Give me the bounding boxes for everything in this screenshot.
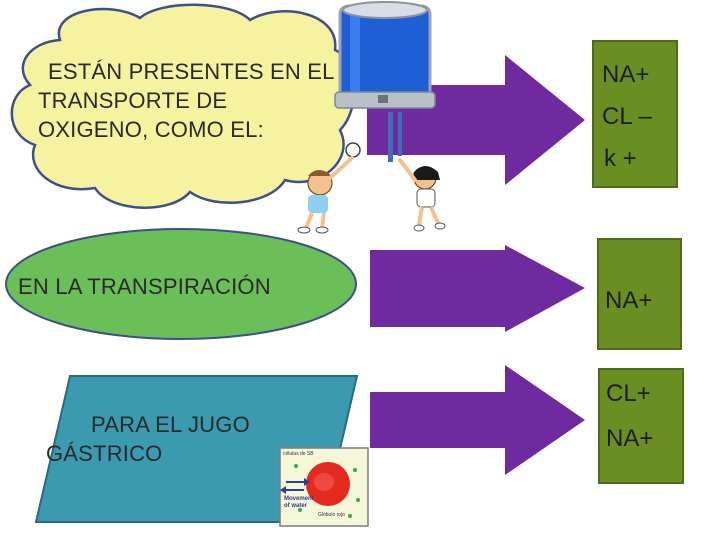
ellipse-text: EN LA TRANSPIRACIÓN	[18, 274, 271, 299]
ion-1a: NA+	[602, 61, 650, 88]
children-playing-icon	[297, 142, 446, 234]
cloud-shape	[10, 3, 356, 209]
inset-label-middle: Movement of water	[284, 496, 314, 509]
ion-3b: NA+	[606, 425, 654, 452]
red-blood-cell-icon	[279, 447, 369, 527]
arrow-3	[370, 365, 585, 475]
parallelogram-text: PARA EL JUGO GÁSTRICO	[46, 410, 306, 468]
water-tank-icon	[334, 1, 436, 162]
ion-1c: k +	[604, 145, 637, 172]
inset-label-bottom: Glóbulo rojo	[318, 512, 345, 518]
cloud-line-1: ESTÁN PRESENTES EN EL	[48, 59, 335, 84]
ion-box-3: CL+ NA+	[598, 368, 684, 484]
ellipse-shape	[5, 228, 357, 340]
ion-box-2: NA+	[597, 238, 682, 350]
ion-1b: CL –	[602, 103, 652, 130]
cloud-line-2: TRANSPORTE DE	[38, 88, 228, 113]
cloud-line-3: OXIGENO, COMO EL:	[38, 117, 264, 142]
parallelogram-line-2: GÁSTRICO	[46, 441, 163, 466]
cloud-text: ESTÁN PRESENTES EN EL TRANSPORTE DE OXIG…	[38, 57, 338, 153]
parallelogram-line-1: PARA EL JUGO	[91, 412, 250, 437]
ion-3a: CL+	[606, 380, 651, 407]
inset-label-top: células de SB	[283, 451, 314, 457]
ion-box-1: NA+ CL – k +	[592, 40, 678, 188]
arrow-2	[370, 245, 585, 332]
ion-2a: NA+	[605, 287, 653, 314]
